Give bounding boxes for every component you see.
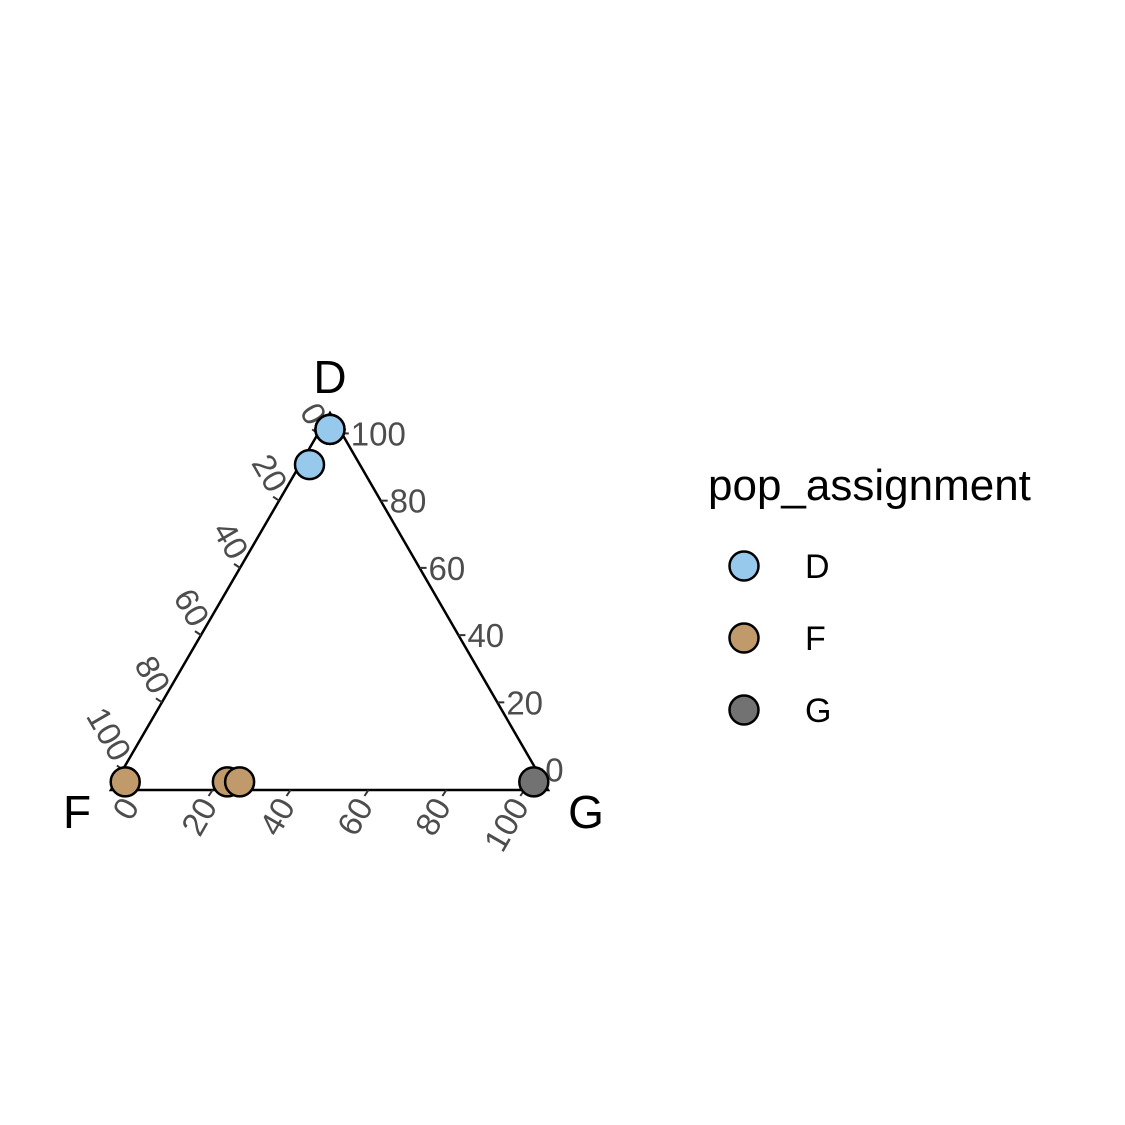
tick-label-bottom-20: 20 [174,791,224,841]
tick-label-right-80: 80 [390,483,427,520]
tick-label-left-60: 60 [167,582,217,632]
tick-left-60 [194,630,202,636]
tick-bottom-20 [207,789,214,797]
legend-label-D: D [805,548,830,586]
tick-bottom-80 [441,789,448,797]
tick-label-right-20: 20 [506,684,543,721]
tick-label-left-40: 40 [206,515,256,565]
tick-left-20 [272,495,280,502]
data-points [109,413,550,798]
tick-left-40 [233,563,241,569]
point-D-2 [314,413,346,446]
tick-label-bottom-80: 80 [408,791,458,841]
tick-label-right-0: 0 [545,752,563,789]
tick-label-left-20: 20 [245,448,295,498]
tick-label-left-80: 80 [127,650,177,700]
legend-key-D [728,550,760,582]
legend: pop_assignment DFG [708,461,1031,730]
legend-label-F: F [805,620,826,658]
tick-bottom-60 [363,789,370,797]
axis-title-left: F [63,786,91,838]
ternary-triangle [108,410,551,792]
legend-key-F [728,622,760,654]
point-F-2 [223,766,256,798]
tick-left-80 [155,697,163,704]
tick-label-bottom-100: 100 [476,791,536,857]
legend-key-G [728,694,760,726]
tick-bottom-40 [285,789,292,797]
tick-label-right-60: 60 [429,550,466,587]
axis-title-right: G [568,786,604,838]
point-G-0 [518,766,550,798]
legend-title: pop_assignment [708,461,1031,510]
legend-label-G: G [805,692,831,730]
tick-label-bottom-40: 40 [252,791,302,841]
tick-label-right-40: 40 [467,617,504,654]
axis-title-top: D [313,351,346,403]
tick-label-right-100: 100 [351,415,406,452]
point-D-3 [293,448,326,481]
point-F-0 [109,766,141,798]
tick-label-bottom-60: 60 [330,791,380,841]
legend-items: DFG [728,548,831,730]
